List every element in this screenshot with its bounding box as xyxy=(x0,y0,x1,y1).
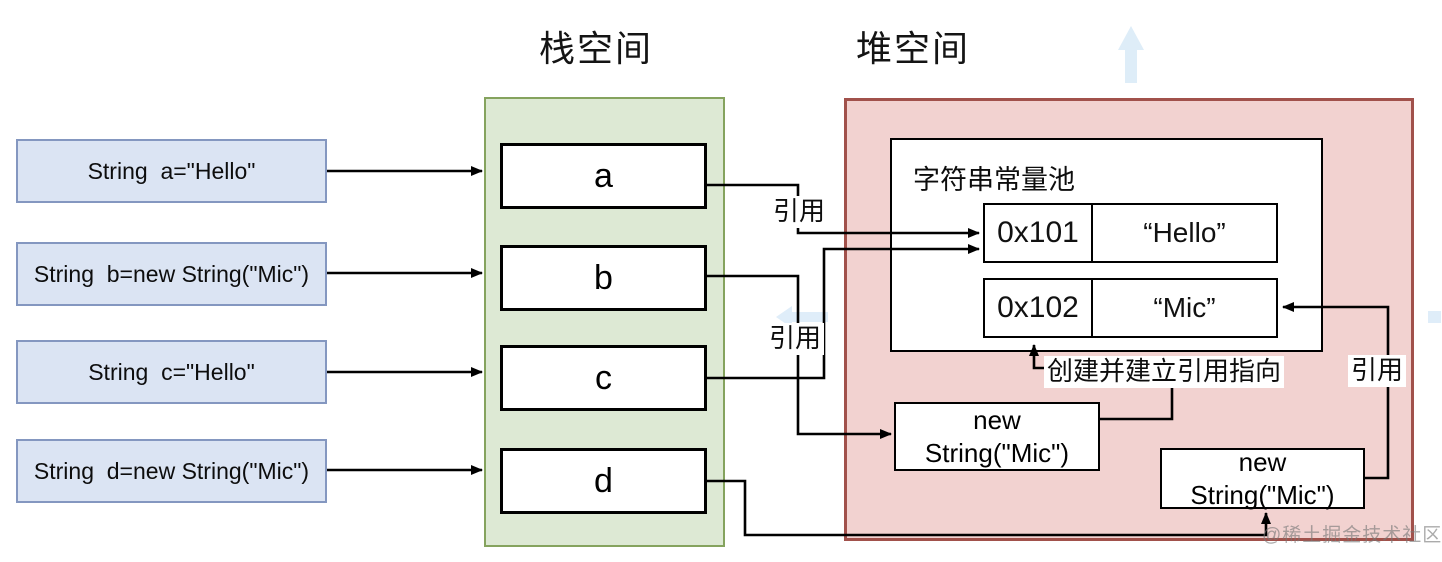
pool-entry-hello-address: 0x101 xyxy=(983,203,1093,263)
pool-entry-hello: 0x101 “Hello” xyxy=(983,203,1278,263)
pool-entry-hello-value: “Hello” xyxy=(1093,203,1278,263)
ref-label-c: 引用 xyxy=(766,323,825,355)
stack-title: 栈空间 xyxy=(539,28,654,69)
stack-var-a: a xyxy=(500,143,707,209)
code-box-b: String b=new String("Mic") xyxy=(16,242,327,306)
heap-title: 堆空间 xyxy=(856,28,971,69)
pool-entry-mic-address: 0x102 xyxy=(983,278,1093,338)
create-ref-label: 创建并建立引用指向 xyxy=(1044,356,1285,388)
code-box-c: String c="Hello" xyxy=(16,340,327,404)
constant-pool-title: 字符串常量池 xyxy=(913,165,1075,195)
ref-label-a: 引用 xyxy=(770,196,829,228)
ghost-fragment xyxy=(1428,311,1441,323)
code-box-d: String d=new String("Mic") xyxy=(16,439,327,503)
pool-entry-mic-value: “Mic” xyxy=(1093,278,1278,338)
watermark: @稀土掘金技术社区 xyxy=(1262,525,1442,546)
heap-object-new-string-d: new String("Mic") xyxy=(1160,447,1365,510)
stack-var-d: d xyxy=(500,448,707,514)
ghost-up-arrow xyxy=(1118,26,1144,83)
stack-var-b: b xyxy=(500,245,707,311)
stack-var-c: c xyxy=(500,345,707,411)
pool-entry-mic: 0x102 “Mic” xyxy=(983,278,1278,338)
ref-label-d: 引用 xyxy=(1348,355,1407,387)
code-box-a: String a="Hello" xyxy=(16,139,327,203)
heap-object-new-string-b: new String("Mic") xyxy=(894,402,1100,471)
